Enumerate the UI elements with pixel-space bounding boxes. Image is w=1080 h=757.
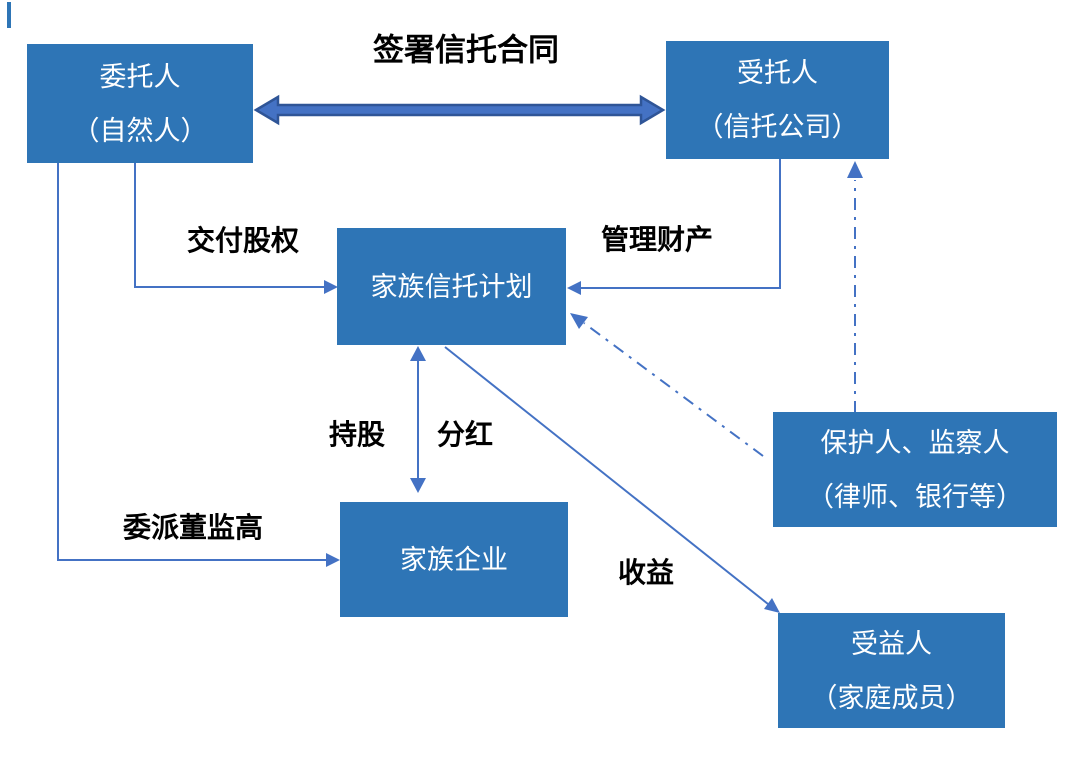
protector-label-line2: （律师、银行等）	[807, 481, 1023, 512]
appoint-directors-label: 委派董监高	[122, 512, 264, 543]
protector-node: 保护人、监察人 （律师、银行等）	[773, 412, 1057, 527]
settlor-node: 委托人 （自然人）	[27, 44, 253, 163]
family-business-label: 家族企业	[400, 544, 508, 575]
income-label: 收益	[617, 557, 675, 588]
trustee-node: 受托人 （信托公司）	[666, 41, 889, 159]
beneficiary-label-line1: 受益人	[851, 628, 932, 659]
family-business-node: 家族企业	[340, 502, 568, 617]
sign-contract-label: 签署信托合同	[373, 32, 559, 68]
settlor-label-line2: （自然人）	[72, 115, 208, 146]
trustee-label-line2: （信托公司）	[696, 112, 859, 142]
manage-property-label: 管理财产	[600, 224, 714, 255]
corner-mark	[7, 2, 11, 28]
sign-contract-double-arrow	[253, 94, 666, 126]
beneficiary-label-line2: （家庭成员）	[810, 682, 973, 713]
trust-plan-node: 家族信托计划	[337, 228, 566, 345]
beneficiary-node: 受益人 （家庭成员）	[778, 613, 1005, 728]
dividends-label: 分红	[436, 419, 494, 450]
trust-plan-label: 家族信托计划	[370, 271, 533, 302]
protector-label-line1: 保护人、监察人	[820, 427, 1010, 458]
protector-trustee-dashdot-arrow	[847, 161, 863, 413]
settlor-label-line1: 委托人	[99, 61, 181, 92]
deliver-equity-label: 交付股权	[186, 225, 300, 256]
hold-shares-label: 持股	[328, 419, 386, 450]
trustee-label-line1: 受托人	[737, 58, 818, 88]
protector-trustplan-dashdot-arrow	[570, 313, 764, 457]
hold-dividend-double-arrow	[410, 346, 426, 493]
